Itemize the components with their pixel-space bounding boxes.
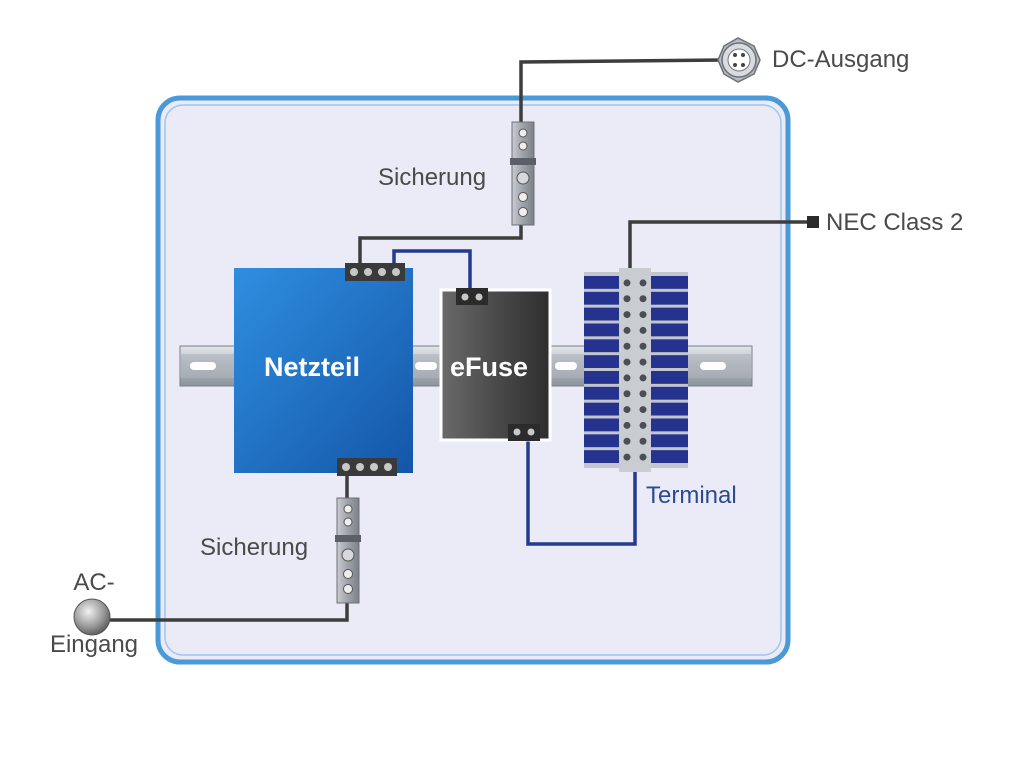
efuse-module: [439, 288, 552, 442]
nec-class2-label: NEC Class 2: [826, 209, 964, 236]
ac-input-connector-icon: [73, 598, 111, 636]
dc-output-label: DC-Ausgang: [772, 46, 910, 73]
ac-input-label-line2: Eingang: [49, 631, 139, 658]
terminal-screw: [623, 279, 631, 287]
dc-output-connector-icon: [717, 37, 761, 83]
wires-blue: [392, 249, 637, 546]
ac-input-label: AC- Eingang: [34, 568, 154, 660]
terminal-screw: [623, 374, 631, 382]
terminal-screw: [639, 311, 647, 319]
terminal-screw: [623, 421, 631, 429]
terminal-screw: [623, 342, 631, 350]
terminal-screw: [639, 295, 647, 303]
terminal-screw: [623, 311, 631, 319]
terminal-screw: [639, 342, 647, 350]
power-supply-top-connector: [345, 263, 405, 281]
terminal-screw: [623, 295, 631, 303]
terminal-screw: [639, 390, 647, 398]
terminal-screw: [623, 326, 631, 334]
ac-input-label-line1: AC-: [73, 569, 115, 596]
nec-output-connector-icon: [807, 216, 819, 228]
fuse-bottom-label: Sicherung: [200, 534, 309, 561]
terminal-screw: [623, 453, 631, 461]
fuse-bottom: [335, 497, 361, 604]
efuse-label: eFuse: [450, 352, 529, 382]
fuse-top-label: Sicherung: [378, 164, 487, 191]
terminal-label: Terminal: [646, 482, 737, 509]
terminal-screw: [639, 421, 647, 429]
terminal-screw: [623, 358, 631, 366]
terminal-screw: [639, 453, 647, 461]
wires-dark: [106, 58, 810, 622]
terminal-screw: [639, 437, 647, 445]
terminal-screw: [639, 374, 647, 382]
fuse-top: [510, 121, 536, 226]
terminal-block: [584, 268, 688, 472]
terminal-screw: [623, 406, 631, 414]
terminal-screw: [639, 279, 647, 287]
terminal-screw: [639, 406, 647, 414]
power-supply-module: [234, 263, 413, 476]
power-supply-label: Netzteil: [264, 352, 361, 382]
terminal-screw: [623, 390, 631, 398]
terminal-screw: [639, 326, 647, 334]
terminal-jumper-bar: [619, 268, 651, 472]
terminal-screw: [623, 437, 631, 445]
power-supply-bottom-connector: [337, 458, 397, 476]
terminal-screw: [639, 358, 647, 366]
